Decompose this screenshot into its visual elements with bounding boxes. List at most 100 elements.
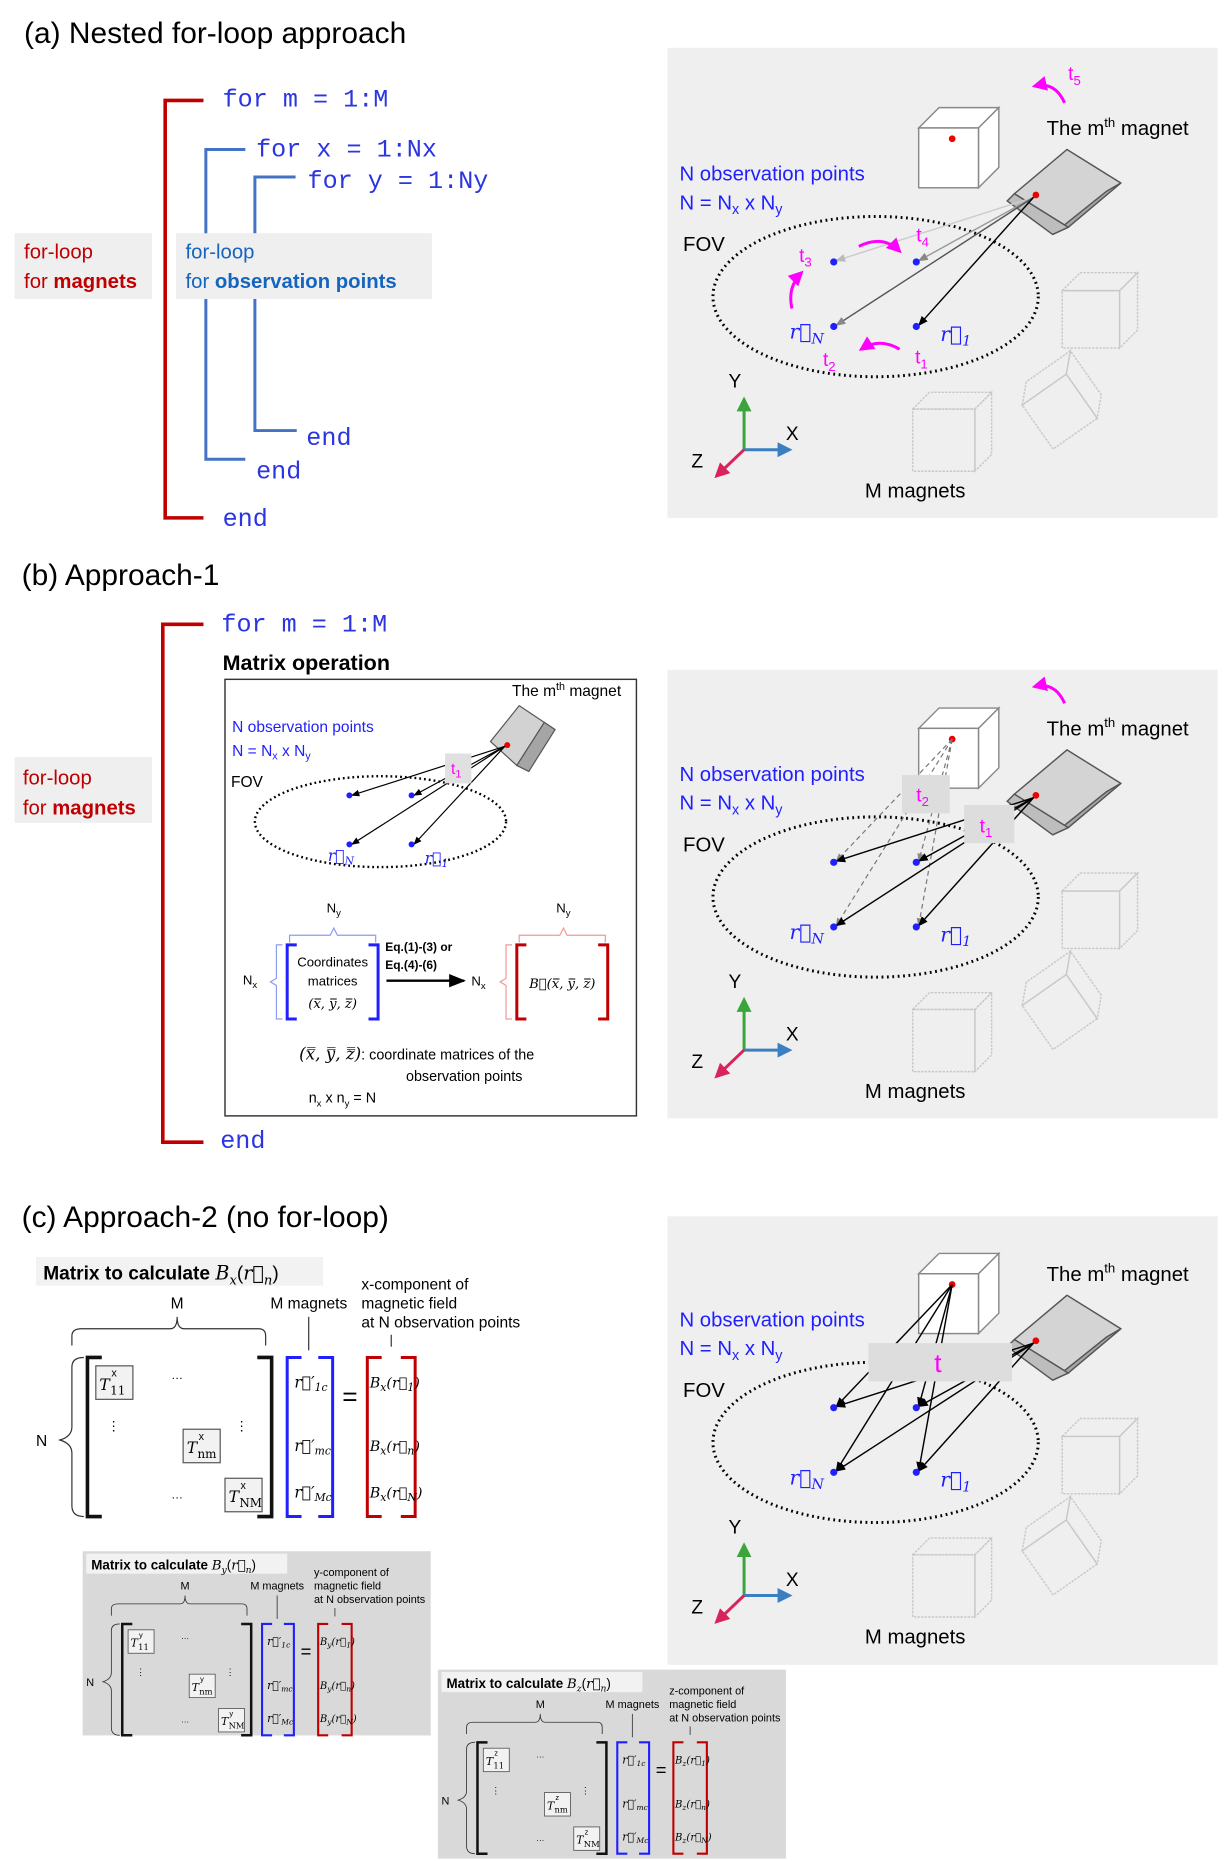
r-1-label: r⃗1: [940, 922, 971, 950]
text-part: …: [171, 1368, 183, 1382]
axis-y-label: Y: [729, 1517, 742, 1538]
text-part: N = N: [679, 793, 732, 815]
t: n: [309, 1091, 317, 1107]
t-element-box: [544, 1792, 571, 1817]
text-part: N: [441, 1795, 449, 1807]
t-element-subscript: nm: [199, 1686, 212, 1696]
text-part: at N observation points: [361, 1315, 520, 1332]
inset-n-eq: N = Nx x Ny: [232, 743, 311, 763]
text-part: x: [732, 1348, 740, 1364]
text-part: T: [229, 1488, 241, 1506]
text-part: mc: [637, 1803, 649, 1812]
t-element-box: [182, 1428, 221, 1464]
t: N: [327, 901, 337, 916]
text-part: th: [1104, 1261, 1115, 1276]
code-for-m: for m = 1:M: [223, 85, 389, 114]
t-element-subscript: 11: [493, 1760, 504, 1770]
time-label-t2: t2: [916, 785, 929, 809]
t: : coordinate matrices of the: [361, 1048, 534, 1064]
time-label-t2: t2: [823, 350, 836, 374]
label-line2: for observation points: [186, 271, 397, 293]
r-N-label: r⃗N: [790, 319, 825, 347]
text-part: t: [823, 350, 829, 371]
time-label-t: t: [934, 1348, 942, 1378]
code-end-m: end: [223, 505, 268, 534]
field-vector: [917, 196, 1034, 262]
text-part: nm: [554, 1805, 567, 1815]
axis-y-label: Y: [729, 372, 742, 393]
inset-obs-points: N observation points: [232, 719, 374, 736]
text-part: x: [380, 1444, 386, 1457]
paren-open: (: [686, 1800, 691, 1811]
text-part: y: [200, 1675, 204, 1684]
t: x: [272, 750, 278, 762]
text-part: B: [319, 1681, 327, 1692]
t-element-subscript: nm: [554, 1805, 567, 1815]
label-line1: for-loop: [24, 241, 93, 263]
text-part: B: [674, 1755, 682, 1766]
label-bg: [14, 757, 153, 823]
vdots: ⋮: [581, 1785, 590, 1795]
text-part: y: [775, 202, 783, 218]
loop-bracket-m-b: [161, 622, 204, 1144]
b-entry: Bx(r⃗N): [369, 1485, 423, 1504]
text-part: Z: [691, 452, 703, 473]
axis-x-label: X: [786, 424, 799, 445]
text-part: r⃗: [335, 1637, 346, 1648]
field-vector-dashed: [835, 738, 953, 862]
text-part: Z: [691, 1597, 703, 1618]
text-part: 11: [138, 1642, 149, 1652]
paren-close: ): [272, 1264, 278, 1285]
brace-left-red: [498, 944, 513, 1020]
text-part: r⃗: [392, 1375, 407, 1391]
text-part: ⋮: [226, 1667, 235, 1677]
text-part: =: [301, 1640, 312, 1661]
text-part: n: [407, 1444, 414, 1457]
brace-top: [466, 1713, 603, 1734]
obs-points-label: N observation points: [679, 764, 864, 786]
text-part: …: [536, 1833, 544, 1843]
obs-point: [830, 923, 838, 931]
inset-t1-box: [445, 753, 472, 784]
time-arrow-t2: [858, 336, 901, 351]
t: = N: [349, 1091, 376, 1107]
text-part: t: [915, 348, 921, 369]
fov-label: FOV: [683, 1380, 725, 1402]
vdots: ⋮: [136, 1667, 145, 1677]
matrix-operation-inset: The mth magnet N observation points N = …: [224, 678, 638, 1117]
label-bold: magnets: [52, 797, 136, 819]
label-line2: for magnets: [23, 797, 136, 819]
n-equation: N = Nx x Ny: [679, 192, 783, 218]
obs-point: [830, 322, 838, 331]
paren-close: ): [252, 1558, 256, 1573]
obs-point: [912, 322, 920, 331]
ghost-magnet-cube: [910, 390, 994, 473]
text-part: magnet: [1115, 719, 1189, 741]
legend-line1: (x̿, y̿, z̿): coordinate matrices of the: [299, 1044, 534, 1064]
text-part: z: [681, 1836, 686, 1845]
label-prefix: for: [23, 797, 52, 819]
r-1-label: r⃗1: [940, 1468, 971, 1496]
text-part: t: [1068, 64, 1074, 85]
axis-x-label: X: [786, 1025, 799, 1046]
text-part: x N: [739, 192, 775, 214]
text-part: …: [181, 1715, 189, 1725]
text-part: M: [181, 1581, 190, 1593]
t: r⃗: [425, 850, 442, 868]
t-element-symbol: T: [229, 1488, 241, 1506]
coords-line2: matrices: [308, 974, 358, 989]
brace-left-blue: [269, 944, 283, 1020]
text-part: FOV: [683, 1380, 725, 1402]
text-part: x N: [739, 793, 775, 815]
paren-open: (: [386, 1375, 392, 1391]
m-label: M: [171, 1295, 184, 1312]
t: N: [556, 901, 566, 916]
text-part: r⃗: [940, 1468, 962, 1492]
text-part: M magnets: [250, 1581, 304, 1593]
brace-top-red: [518, 926, 606, 943]
bracket-black-left: [476, 1741, 488, 1855]
